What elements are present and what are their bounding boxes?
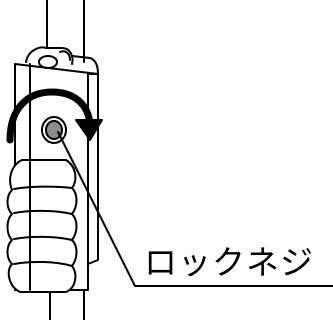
leader-line	[57, 131, 333, 287]
lock-screw-label: ロックネジ	[144, 243, 314, 282]
rotate-clockwise-arrow-icon	[6, 88, 103, 144]
grip-lever	[6, 159, 78, 293]
